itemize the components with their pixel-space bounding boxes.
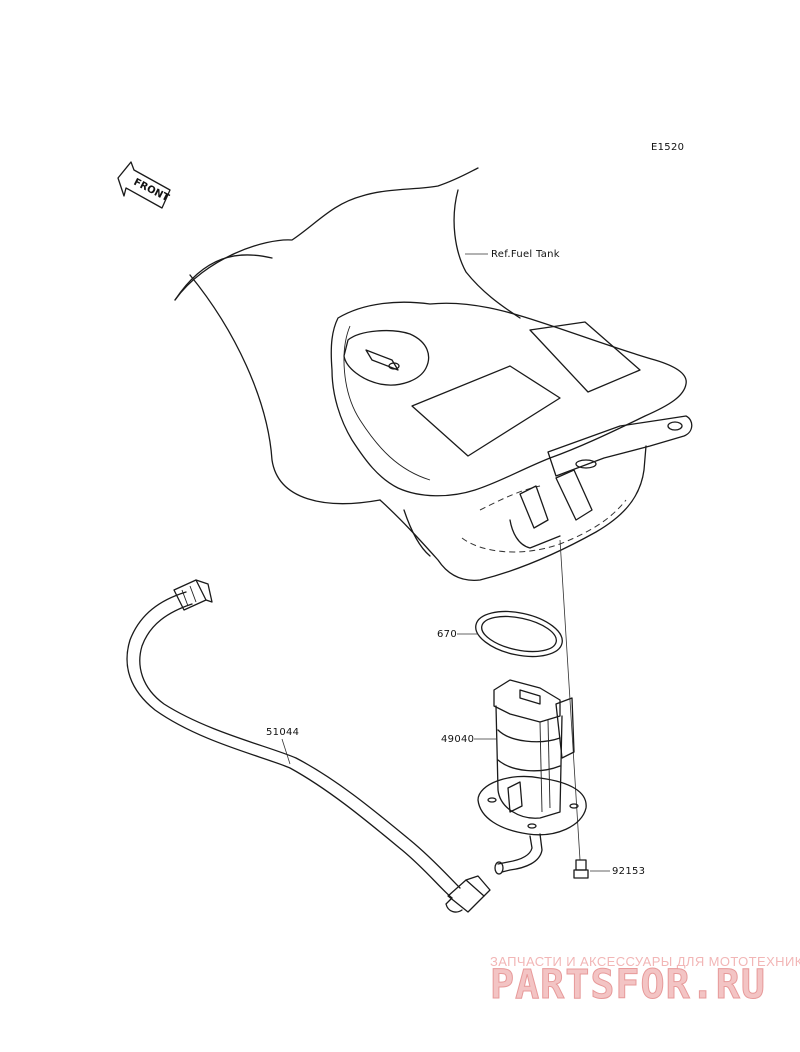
bolt-label: 92153 — [612, 866, 645, 877]
watermark-tagline: ЗАПЧАСТИ И АКСЕССУАРЫ ДЛЯ МОТОТЕХНИКИ — [490, 954, 800, 969]
fuel-hose — [126, 579, 491, 913]
gasket-label: 670 — [437, 629, 457, 640]
watermark-logo: PARTSFOR.RU — [490, 962, 766, 1008]
gasket-ring — [475, 610, 563, 658]
front-arrow-label: FRONT — [132, 177, 171, 204]
fuel-pump — [477, 679, 587, 875]
diagram-code: E1520 — [651, 142, 684, 153]
hose-label: 51044 — [266, 727, 299, 738]
fuel-tank-label: Ref.Fuel Tank — [491, 249, 560, 260]
fuel-tank — [174, 167, 693, 581]
fuel-pump-label: 49040 — [441, 734, 474, 745]
bolt — [573, 859, 589, 879]
front-arrow-icon: FRONT — [117, 161, 171, 209]
